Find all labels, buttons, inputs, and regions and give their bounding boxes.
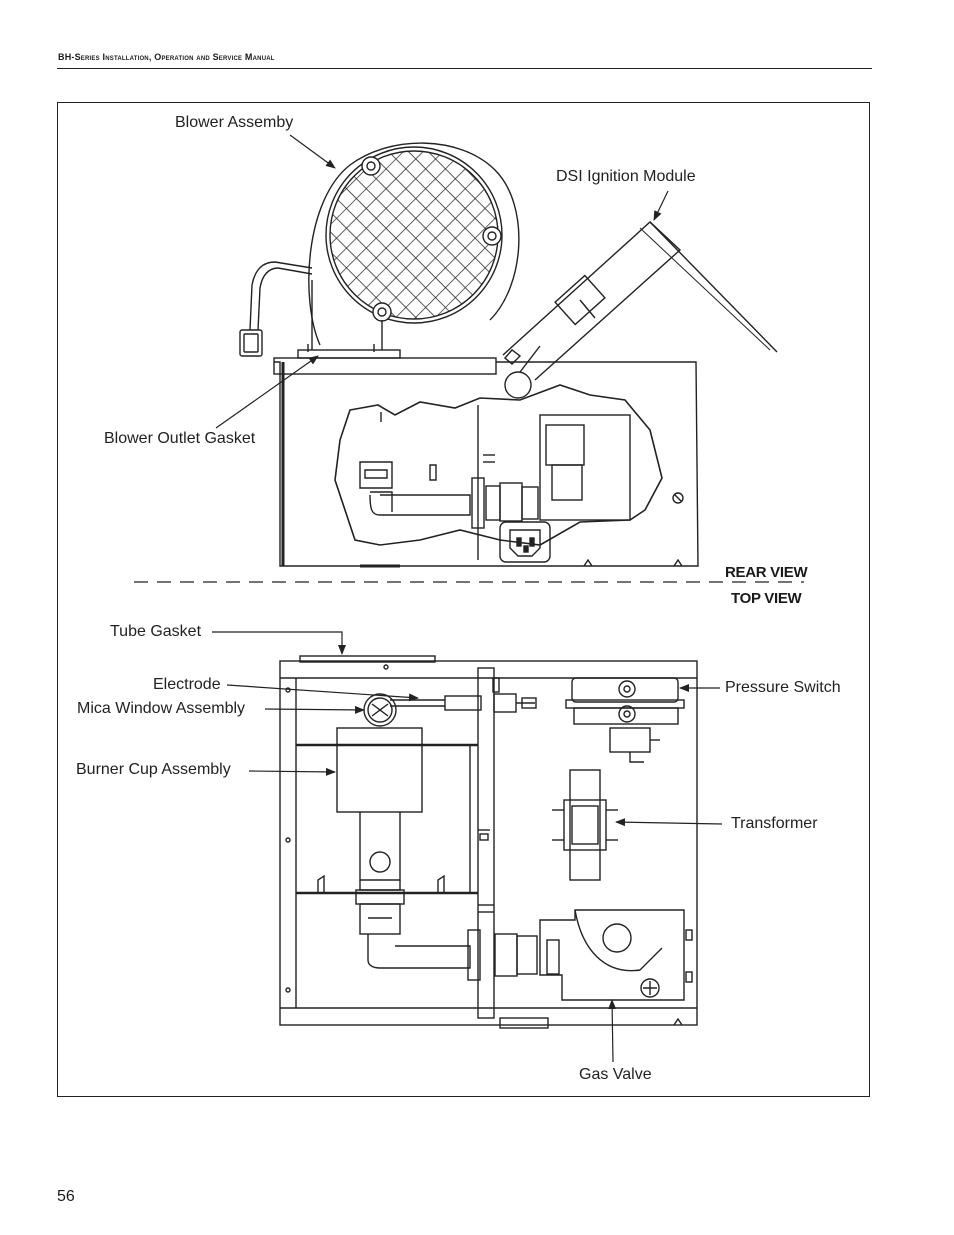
- rear-view-label: REAR VIEW: [725, 564, 808, 581]
- leader-lines: [212, 134, 723, 1063]
- blower-outlet-gasket-label: Blower Outlet Gasket: [104, 430, 256, 447]
- dsi-ignition-module-label: DSI Ignition Module: [556, 168, 696, 185]
- transformer-label: Transformer: [731, 815, 818, 832]
- page-number: 56: [57, 1188, 75, 1205]
- dsi-ignition-module-drawing: [502, 221, 778, 381]
- electrode-label: Electrode: [153, 676, 221, 693]
- top-cabinet-drawing: [279, 655, 698, 1029]
- running-header: BH-Series Installation, Operation and Se…: [58, 52, 275, 62]
- top-view-label: TOP VIEW: [731, 590, 802, 607]
- pressure-switch-label: Pressure Switch: [725, 679, 841, 696]
- figure-frame: [57, 102, 870, 1097]
- header-rule: [57, 68, 872, 69]
- blower-assembly-drawing: [239, 142, 520, 375]
- mica-window-assembly-label: Mica Window Assembly: [77, 700, 246, 717]
- blower-assembly-label: Blower Assemby: [175, 114, 294, 131]
- tube-gasket-label: Tube Gasket: [110, 623, 202, 640]
- gas-valve-label: Gas Valve: [579, 1066, 652, 1083]
- rear-cabinet-drawing: [274, 361, 699, 568]
- burner-cup-assembly-label: Burner Cup Assembly: [76, 761, 231, 778]
